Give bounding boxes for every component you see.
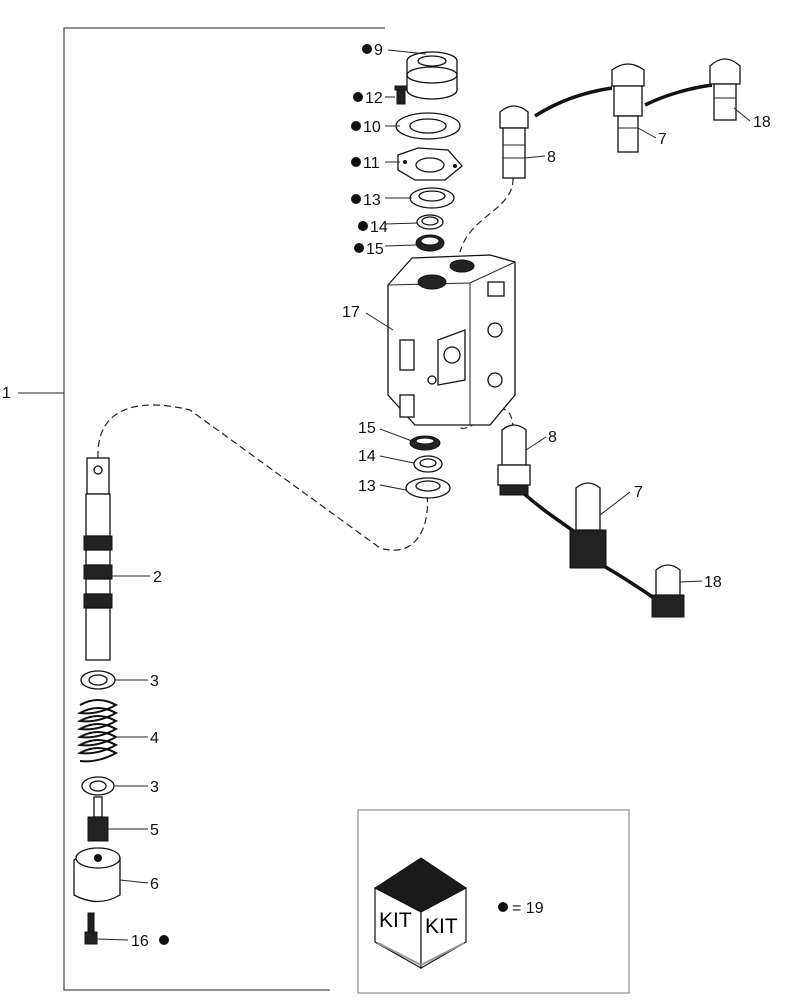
part-18-valve-bottom <box>651 564 685 618</box>
kit-legend-text: = 19 <box>512 900 544 917</box>
callout-8-bottom: 8 <box>548 429 557 446</box>
callout-15-top: 15 <box>366 241 384 258</box>
callout-13-top: 13 <box>363 192 381 209</box>
callout-15-bottom: 15 <box>358 420 376 437</box>
leader-lines <box>96 49 751 941</box>
callout-13-bottom: 13 <box>358 478 376 495</box>
part-5-stopper <box>87 796 109 842</box>
kit-cube-icon: KIT KIT <box>374 857 467 970</box>
callout-8-top: 8 <box>547 149 556 166</box>
callout-2: 2 <box>153 569 162 586</box>
part-4-spring <box>76 699 119 763</box>
part-14-ring-top <box>416 214 444 230</box>
part-13-snap-ring-bottom <box>405 477 451 499</box>
part-3-seat-top <box>80 670 116 690</box>
part-14-ring-bottom <box>413 455 443 473</box>
kit-markers <box>159 44 372 945</box>
part-7-valve-top <box>611 63 645 153</box>
callout-14-bottom: 14 <box>358 448 376 465</box>
callouts: 1 9 12 10 11 13 14 15 17 15 14 13 8 7 18… <box>2 42 771 950</box>
callout-1: 1 <box>2 385 11 402</box>
callout-16: 16 <box>131 933 149 950</box>
callout-14-top: 14 <box>370 219 388 236</box>
part-3-seat-bottom <box>81 776 115 796</box>
part-16-screw <box>84 912 98 945</box>
part-11-gasket <box>397 147 463 181</box>
callout-18-top: 18 <box>753 114 771 131</box>
part-18-valve-top <box>709 58 741 121</box>
part-13-snap-ring-top <box>409 187 455 209</box>
part-12-bolt <box>394 85 408 105</box>
callout-17: 17 <box>342 304 360 321</box>
assembly-bracket <box>18 27 385 991</box>
part-9-cap <box>406 51 458 100</box>
callout-3-top: 3 <box>150 673 159 690</box>
callout-3-bottom: 3 <box>150 779 159 796</box>
part-8-valve-top <box>499 105 529 179</box>
callout-4: 4 <box>150 730 159 747</box>
part-17-valve-body <box>387 254 516 426</box>
callout-7-bottom: 7 <box>634 484 643 501</box>
callout-10: 10 <box>363 119 381 136</box>
kit-label-right: KIT <box>425 915 458 938</box>
callout-6: 6 <box>150 876 159 893</box>
part-6-cap-housing <box>73 847 121 903</box>
kit-legend-bullet <box>498 902 508 912</box>
callout-7-top: 7 <box>658 131 667 148</box>
callout-11: 11 <box>363 155 380 172</box>
kit-legend-box: KIT KIT = 19 <box>357 809 630 994</box>
kit-label-left: KIT <box>379 909 412 932</box>
callout-12: 12 <box>365 90 383 107</box>
part-10-plate <box>395 112 461 140</box>
part-2-spool <box>83 457 113 661</box>
callout-18-bottom: 18 <box>704 574 722 591</box>
part-15-seal-bottom <box>409 435 441 451</box>
callout-9: 9 <box>374 42 383 59</box>
part-7-valve-bottom <box>569 482 607 569</box>
connector-lines <box>97 83 713 604</box>
part-15-seal-top <box>415 234 445 252</box>
part-8-valve-bottom <box>497 424 531 496</box>
callout-5: 5 <box>150 822 159 839</box>
